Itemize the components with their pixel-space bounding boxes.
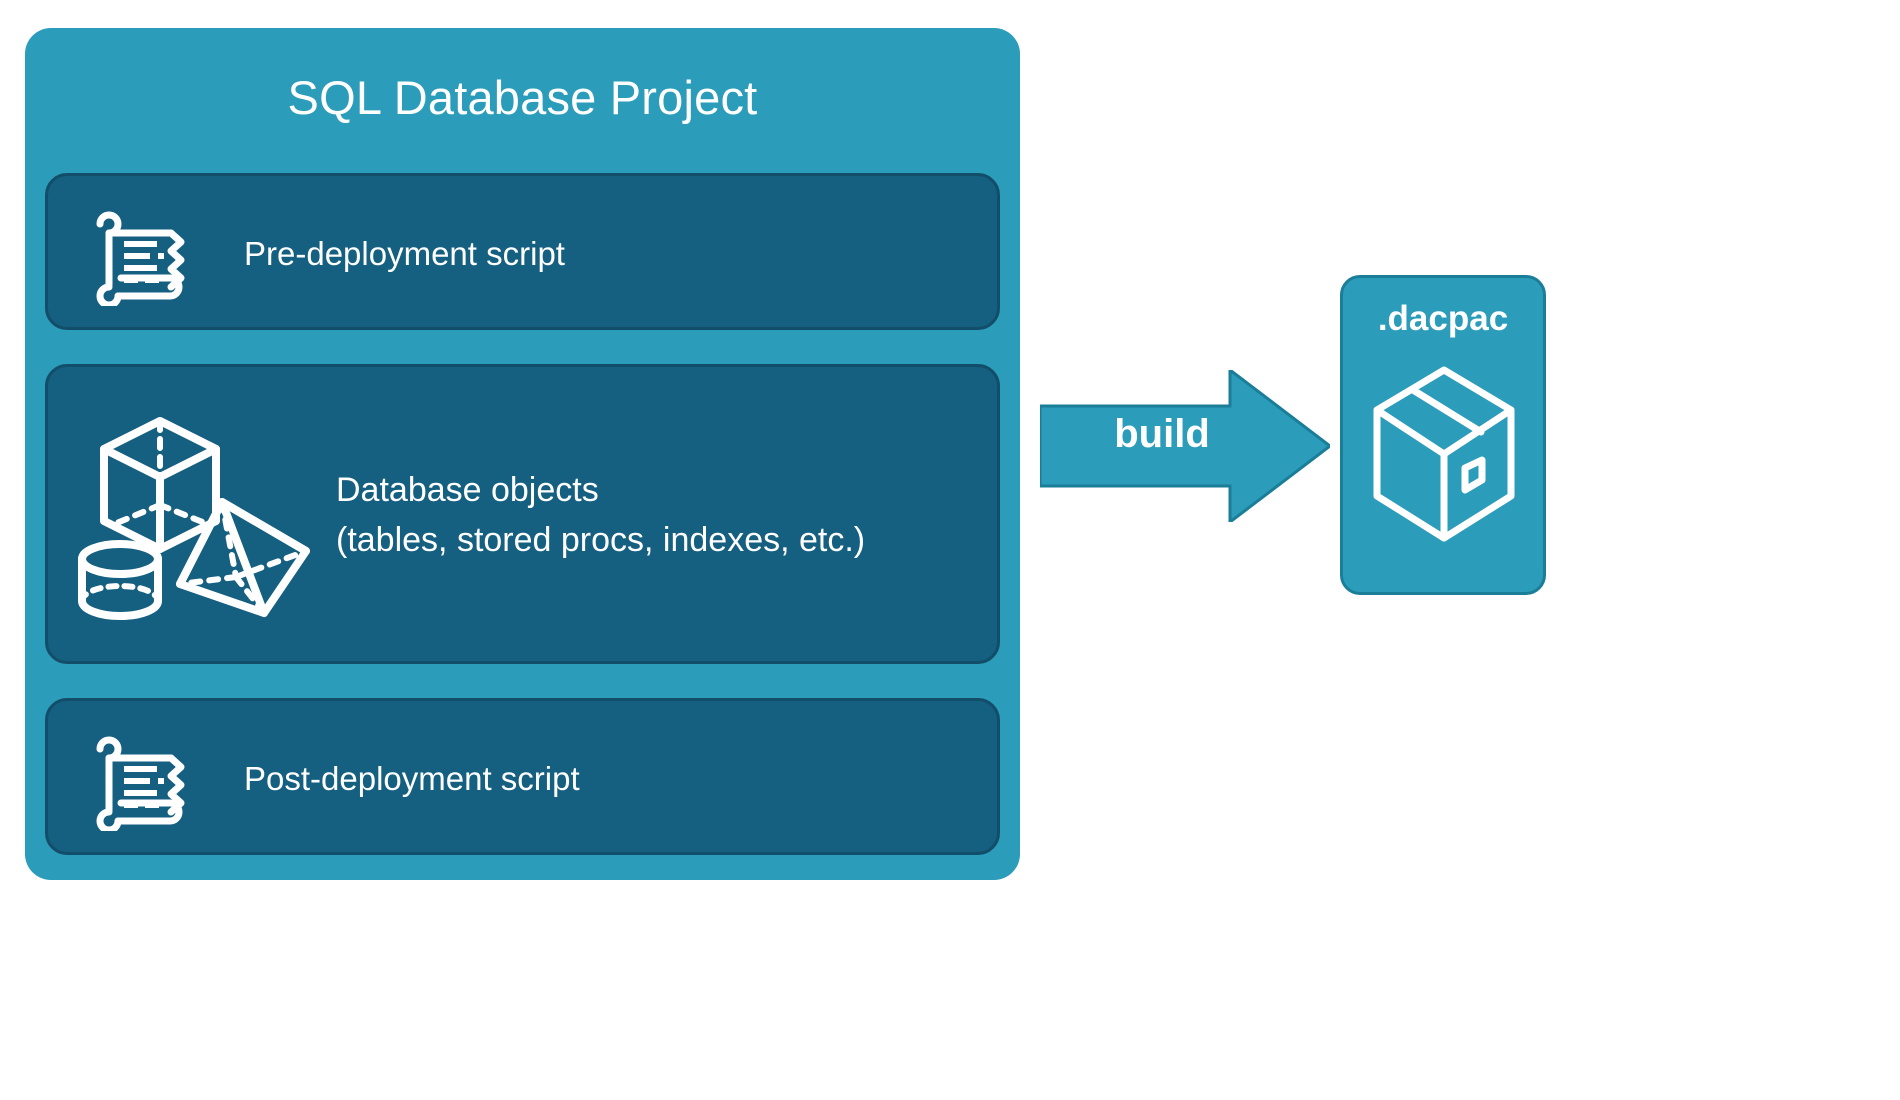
- scroll-icon: [88, 206, 206, 309]
- build-arrow-label: build: [1114, 412, 1210, 456]
- row-database-objects[interactable]: Database objects (tables, stored procs, …: [45, 364, 1000, 664]
- build-arrow-icon: [1038, 368, 1332, 524]
- project-title: SQL Database Project: [287, 71, 758, 124]
- sql-database-project-card: SQL Database Project: [25, 28, 1020, 880]
- row-database-objects-label: Database objects (tables, stored procs, …: [336, 471, 866, 559]
- row-post-deployment-script-label: Post-deployment script: [244, 760, 580, 797]
- dacpac-output-card[interactable]: .dacpac: [1340, 275, 1546, 595]
- scroll-icon: [88, 731, 206, 834]
- row-pre-deployment-script[interactable]: Pre-deployment script: [45, 173, 1000, 330]
- dacpac-title: .dacpac: [1377, 299, 1509, 338]
- row-post-deployment-script[interactable]: Post-deployment script: [45, 698, 1000, 855]
- row-pre-deployment-script-label: Pre-deployment script: [244, 235, 565, 272]
- shapes-icon: [68, 399, 318, 635]
- package-box-icon: [1369, 362, 1519, 552]
